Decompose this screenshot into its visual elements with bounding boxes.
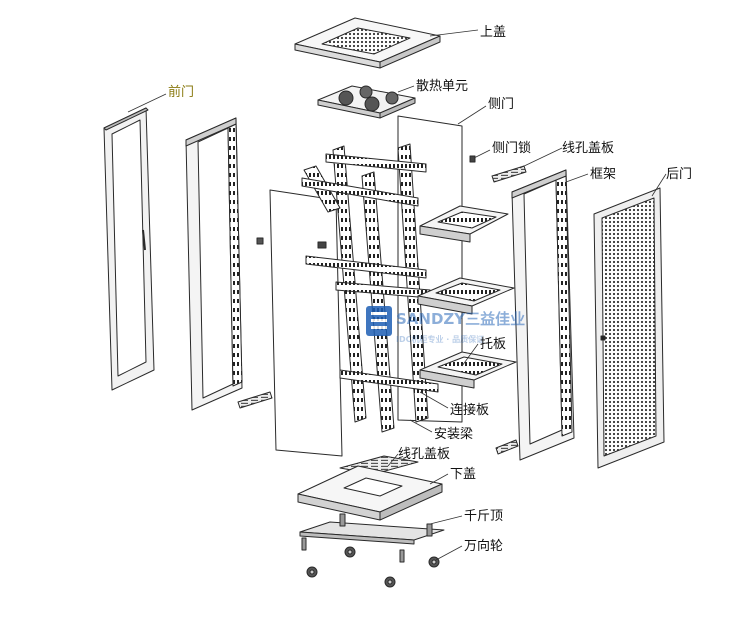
rear-door (593, 187, 665, 469)
watermark-tagline: IDC机柜专业 · 品质保证 (396, 334, 484, 344)
mounting-beams (301, 143, 439, 433)
label-bottom-cover: 下盖 (450, 467, 476, 482)
label-cable-cover-top: 线孔盖板 (562, 141, 614, 156)
label-rear-door: 后门 (666, 167, 692, 182)
jack-rail (299, 513, 445, 545)
side-panel (269, 189, 343, 457)
shelf-lower (419, 351, 517, 389)
label-fan-unit: 散热单元 (416, 79, 468, 94)
caster-wheel (384, 576, 396, 588)
watermark-brand: SANDZY三益佳业 (396, 310, 525, 328)
leader-lines (127, 29, 667, 561)
caster-wheel (344, 546, 356, 558)
label-side-lock: 侧门锁 (492, 140, 531, 156)
casters (301, 537, 440, 588)
top-cover (294, 17, 441, 69)
label-side-door: 侧门 (488, 97, 514, 112)
caster-wheel (306, 566, 318, 578)
fan-unit (317, 85, 416, 119)
shelf-middle (417, 277, 515, 315)
label-connector-plate: 连接板 (450, 402, 489, 418)
right-frame (495, 169, 575, 461)
label-jack: 千斤顶 (464, 509, 503, 524)
caster-wheel (428, 556, 440, 568)
bottom-cover (297, 465, 443, 521)
label-caster: 万向轮 (464, 538, 503, 554)
side-lock-part (469, 155, 476, 163)
left-cable-slot (237, 391, 273, 409)
label-frame: 框架 (590, 167, 616, 182)
shelf-upper (419, 205, 509, 243)
part-labels: 上盖 散热单元 侧门 侧门锁 线孔盖板 框架 后门 前门 托板 连接板 安装梁 … (168, 25, 692, 554)
label-mounting-beam: 安装梁 (434, 427, 473, 442)
label-top-cover: 上盖 (480, 25, 506, 40)
brand-watermark: SANDZY三益佳业 IDC机柜专业 · 品质保证 (366, 306, 525, 344)
front-door (103, 107, 155, 391)
label-front-door: 前门 (168, 84, 194, 100)
label-shelf: 托板 (480, 337, 506, 352)
left-frame (185, 117, 273, 411)
top-cable-cover-plate (491, 165, 527, 183)
label-cable-cover-bottom: 线孔盖板 (398, 447, 450, 462)
